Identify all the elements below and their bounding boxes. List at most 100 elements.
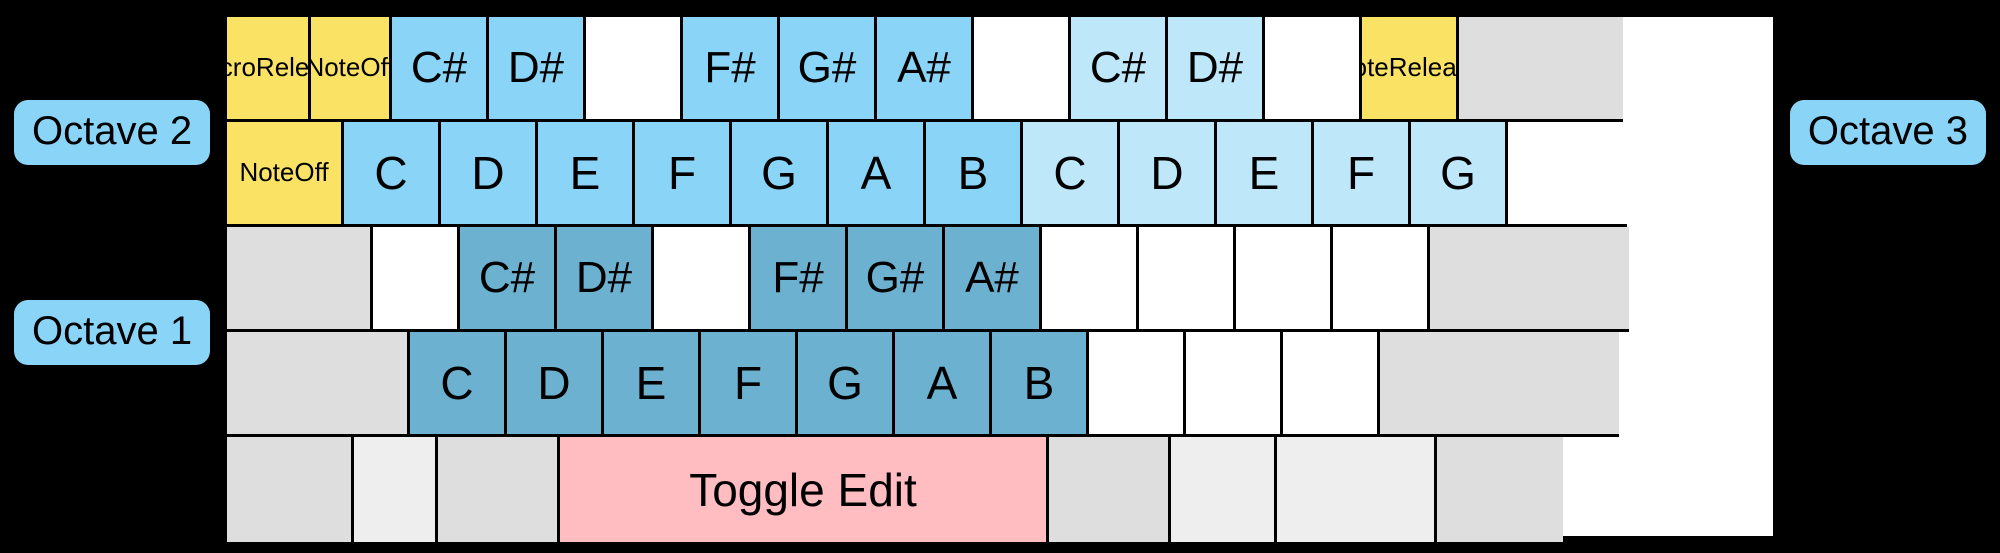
key-label: D (1150, 147, 1184, 199)
key-a-r2c7[interactable]: A (829, 122, 926, 227)
key-label: F (667, 147, 697, 199)
key-empty-r1c14 (1459, 17, 1623, 122)
key-empty-r3c1 (227, 227, 373, 332)
key-empty-r5c8 (1437, 437, 1563, 542)
key-label: G# (865, 253, 925, 302)
key-label-line: Note (239, 157, 295, 188)
key-e-r2c4[interactable]: E (538, 122, 635, 227)
key-f-r4c5[interactable]: F (701, 332, 798, 437)
key-label-line: Off (294, 157, 329, 188)
key-label: C# (1089, 43, 1147, 92)
key-empty-r3c11 (1236, 227, 1333, 332)
key-empty-r1c9 (974, 17, 1071, 122)
key-d-r3c4[interactable]: D# (557, 227, 654, 332)
key-b-r2c8[interactable]: B (926, 122, 1023, 227)
key-empty-r3c10 (1139, 227, 1236, 332)
row-3-octave1-sharps: C# D# F# G# A# (227, 227, 1773, 332)
key-label: F# (772, 253, 824, 302)
key-toggle-edit-r5c4[interactable]: Toggle Edit (560, 437, 1049, 542)
key-g-r3c7[interactable]: G# (848, 227, 945, 332)
row-1-octave2-sharps: MacroReleaseNoteOffC#D#F#G#A#C#D#NoteRel… (227, 17, 1773, 122)
row-5-modifiers: Toggle Edit (227, 437, 1773, 542)
key-empty-r3c12 (1333, 227, 1430, 332)
key-c-r2c2[interactable]: C (344, 122, 441, 227)
key-label: F (733, 357, 763, 409)
key-empty-r2c14 (1508, 122, 1627, 227)
key-label: E (569, 147, 601, 199)
key-d-r2c10[interactable]: D (1120, 122, 1217, 227)
key-label: G (761, 147, 797, 199)
key-f-r2c12[interactable]: F (1314, 122, 1411, 227)
key-d-r2c3[interactable]: D (441, 122, 538, 227)
key-empty-r4c9 (1089, 332, 1186, 437)
key-label: B (957, 147, 989, 199)
key-empty-r5c3 (438, 437, 560, 542)
key-label: F# (704, 43, 756, 92)
key-note-release-r1c13[interactable]: NoteRelease (1362, 17, 1459, 122)
key-c-r1c10[interactable]: C# (1071, 17, 1168, 122)
key-b-r4c8[interactable]: B (992, 332, 1089, 437)
octave-3-badge: Octave 3 (1789, 100, 1986, 165)
key-a-r1c8[interactable]: A# (877, 17, 974, 122)
key-label: E (1248, 147, 1280, 199)
key-empty-r3c13 (1430, 227, 1629, 332)
octave-2-badge: Octave 2 (14, 100, 211, 165)
octave-1-badge: Octave 1 (14, 300, 211, 365)
key-e-r4c4[interactable]: E (604, 332, 701, 437)
key-e-r2c11[interactable]: E (1217, 122, 1314, 227)
key-f-r1c6[interactable]: F# (683, 17, 780, 122)
key-label-line: Release (255, 52, 310, 83)
key-label: A# (965, 253, 1019, 302)
key-g-r4c6[interactable]: G (798, 332, 895, 437)
key-label: D# (575, 253, 633, 302)
key-empty-r5c7 (1277, 437, 1437, 542)
key-d-r1c11[interactable]: D# (1168, 17, 1265, 122)
key-label: A (860, 147, 892, 199)
key-label: C# (410, 43, 468, 92)
key-empty-r3c5 (654, 227, 751, 332)
key-d-r1c4[interactable]: D# (489, 17, 586, 122)
key-g-r1c7[interactable]: G# (780, 17, 877, 122)
key-empty-r5c6 (1171, 437, 1277, 542)
key-a-r3c8[interactable]: A# (945, 227, 1042, 332)
key-c-r4c2[interactable]: C (410, 332, 507, 437)
key-empty-r5c2 (354, 437, 438, 542)
key-label-line: Release (1388, 52, 1457, 83)
key-empty-r4c12 (1380, 332, 1619, 437)
key-g-r2c13[interactable]: G (1411, 122, 1508, 227)
key-label: B (1023, 357, 1055, 409)
key-empty-r4c11 (1283, 332, 1380, 437)
key-empty-r4c10 (1186, 332, 1283, 437)
key-label: G (1440, 147, 1476, 199)
key-empty-r5c5 (1049, 437, 1171, 542)
key-empty-r3c9 (1042, 227, 1139, 332)
key-label-line: Note (311, 52, 361, 83)
key-label: C (374, 147, 408, 199)
key-a-r4c7[interactable]: A (895, 332, 992, 437)
key-label: Toggle Edit (689, 463, 917, 516)
key-c-r3c3[interactable]: C# (460, 227, 557, 332)
key-g-r2c6[interactable]: G (732, 122, 829, 227)
key-f-r3c6[interactable]: F# (751, 227, 848, 332)
key-empty-r5c1 (227, 437, 354, 542)
key-empty-r4c1 (227, 332, 410, 437)
key-label-line: Note (1362, 52, 1389, 83)
key-f-r2c5[interactable]: F (635, 122, 732, 227)
keyboard-grid: MacroReleaseNoteOffC#D#F#G#A#C#D#NoteRel… (224, 14, 1776, 542)
key-label: E (635, 357, 667, 409)
key-macro-release-r1c1[interactable]: MacroRelease (227, 17, 311, 122)
key-empty-r1c5 (586, 17, 683, 122)
key-label: F (1346, 147, 1376, 199)
key-label: C# (478, 253, 536, 302)
key-label: C (1053, 147, 1087, 199)
key-empty-r1c12 (1265, 17, 1362, 122)
key-c-r1c3[interactable]: C# (392, 17, 489, 122)
key-d-r4c3[interactable]: D (507, 332, 604, 437)
key-label: G# (797, 43, 857, 92)
key-c-r2c9[interactable]: C (1023, 122, 1120, 227)
